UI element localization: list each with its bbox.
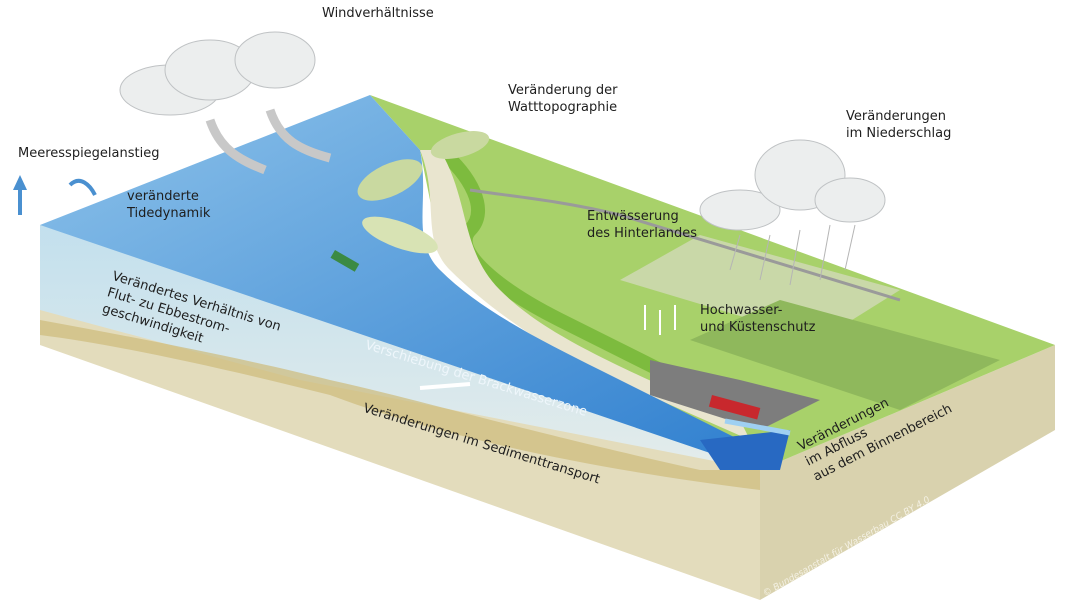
label-line: des Hinterlandes [587,226,698,241]
ship [708,394,761,420]
label-precipitation: Veränderungen im Niederschlag [846,108,951,142]
label-line: Entwässerung [587,209,679,224]
rain-cloud [699,139,886,231]
label-line: Veränderungen [846,109,946,124]
label-line: und Küstenschutz [700,320,816,335]
label-flood: Hochwasser-und Küstenschutz [700,302,815,336]
label-line: veränderte [127,189,199,204]
island [430,131,490,159]
label-line: im Niederschlag [846,126,952,141]
port [650,360,820,430]
rain [729,224,856,286]
ship-small [330,250,360,272]
island [357,159,423,201]
sea-surface [40,95,760,470]
sea-level-arrow-icon [13,175,27,215]
river-channel [700,430,790,470]
brackish-arrow-icon [419,382,471,390]
fields-2 [690,300,1000,410]
discharge-arrow-icon [724,418,791,436]
road [469,188,901,302]
label-drainage: Entwässerung des Hinterlandes [587,208,697,242]
side-face [760,345,1055,600]
label-wind: Windverhältnisse [322,6,434,21]
wind-arrows [205,108,332,175]
label-line: Watttopographie [508,100,618,115]
label-sea-level: Meeresspiegelanstieg [18,146,160,161]
tide-arrow-icon [68,178,97,196]
label-line: Tidedynamik [127,206,211,221]
sediment-wedge [40,320,760,490]
island [362,216,438,254]
label-line: Hochwasser- [700,303,783,318]
wind-turbines [644,305,676,335]
label-line: Veränderung der [508,83,618,98]
storm-cloud [119,31,316,116]
